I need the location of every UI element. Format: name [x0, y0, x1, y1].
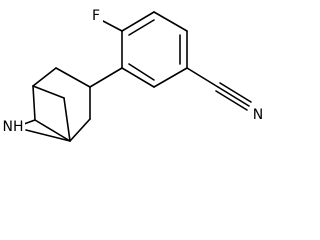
nitrile-nitrogen-label: N: [253, 107, 263, 123]
nitrile-triple-bond: [215, 90, 248, 111]
bicycle-bond: [32, 85, 36, 121]
nitrile-single-bond: [186, 67, 219, 88]
bicycle-n-bond: [23, 119, 36, 125]
bicycle-bond: [63, 97, 71, 142]
nitrile-triple-bond: [219, 82, 252, 103]
aryl-bicycle-bond: [89, 67, 123, 88]
ring-double-bond: [128, 19, 155, 36]
bridge-amine-label: NH: [3, 119, 24, 135]
bicycle-bond: [55, 67, 91, 88]
ring-bond: [121, 11, 155, 32]
ring-bond: [153, 11, 188, 32]
benzene-ring: [121, 11, 188, 88]
ring-bond: [153, 67, 188, 88]
fluorine-label: F: [92, 8, 100, 24]
nitrile-triple-bond: [217, 86, 250, 107]
azabicyclooctane: [23, 67, 91, 142]
nitrile-group: [186, 67, 252, 111]
c-f-bond: [102, 20, 123, 32]
bicycle-bond: [32, 85, 65, 99]
molecule-structure: F N NH: [1, 6, 263, 142]
bicycle-bond: [34, 119, 71, 142]
fluorine-label-bg: [89, 6, 103, 24]
ring-double-bond: [128, 63, 155, 81]
amine-label-bg: [1, 117, 25, 135]
bicycle-bond: [32, 67, 57, 87]
bicycle-n-bond: [25, 129, 71, 142]
bicycle-bond: [69, 118, 91, 142]
ring-bond: [121, 67, 155, 88]
